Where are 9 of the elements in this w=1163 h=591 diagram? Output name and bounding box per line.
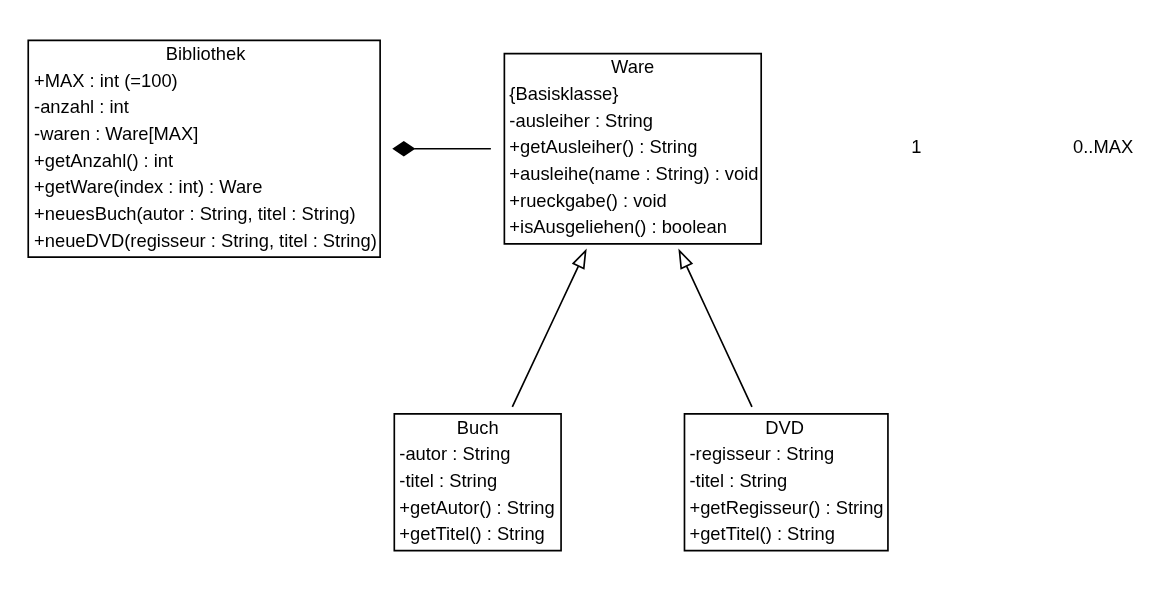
node-box: Ware {Basisklasse} -ausleiher : String +getAusleiher() : String +ausleihe(name : String) : void +rueckgabe() : void +isAusgeliehen() : boolean: [503, 52, 763, 245]
node-box: Bibliothek +MAX : int (=100) -anzahl : int -waren : Ware[MAX] +getAnzahl() : int +getWare(index : int) : Ware +neuesBuch(autor : String, titel : String) +neueDVD(regisseur : String, titel : String): [27, 39, 381, 258]
node-box: DVD -regisseur : String -titel : String +getRegisseur() : String +getTitel() : String: [683, 413, 889, 552]
arrow: [511, 248, 587, 408]
connector: [392, 141, 492, 157]
label: 1: [911, 136, 922, 158]
label: 0..MAX: [1073, 136, 1134, 158]
node-box: Buch -autor : String -titel : String +getAutor() : String +getTitel() : String: [393, 413, 562, 552]
arrow: [678, 248, 753, 408]
